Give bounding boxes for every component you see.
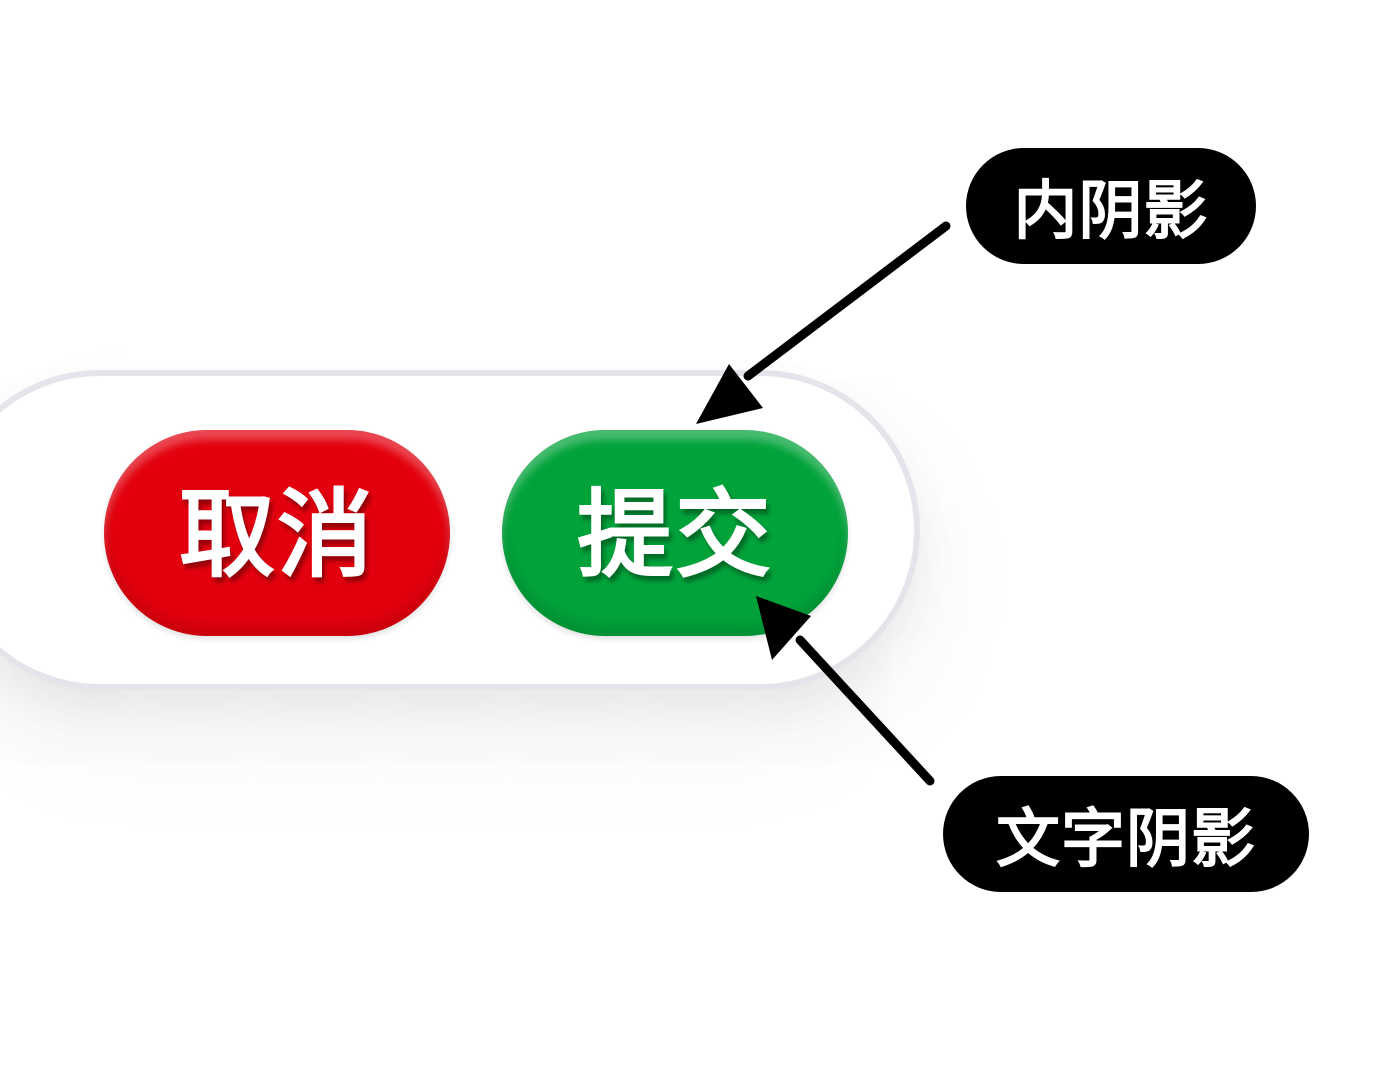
submit-button[interactable]: 提交 [502,430,848,636]
submit-button-label: 提交 [577,479,773,591]
annotation-inner-shadow-label: 内阴影 [1013,175,1209,249]
annotation-text-shadow-label: 文字阴影 [996,803,1256,877]
annotation-inner-shadow: 内阴影 [966,148,1256,264]
cancel-button[interactable]: 取消 [104,430,450,636]
cancel-button-label: 取消 [179,479,375,591]
annotation-text-shadow: 文字阴影 [943,776,1309,892]
